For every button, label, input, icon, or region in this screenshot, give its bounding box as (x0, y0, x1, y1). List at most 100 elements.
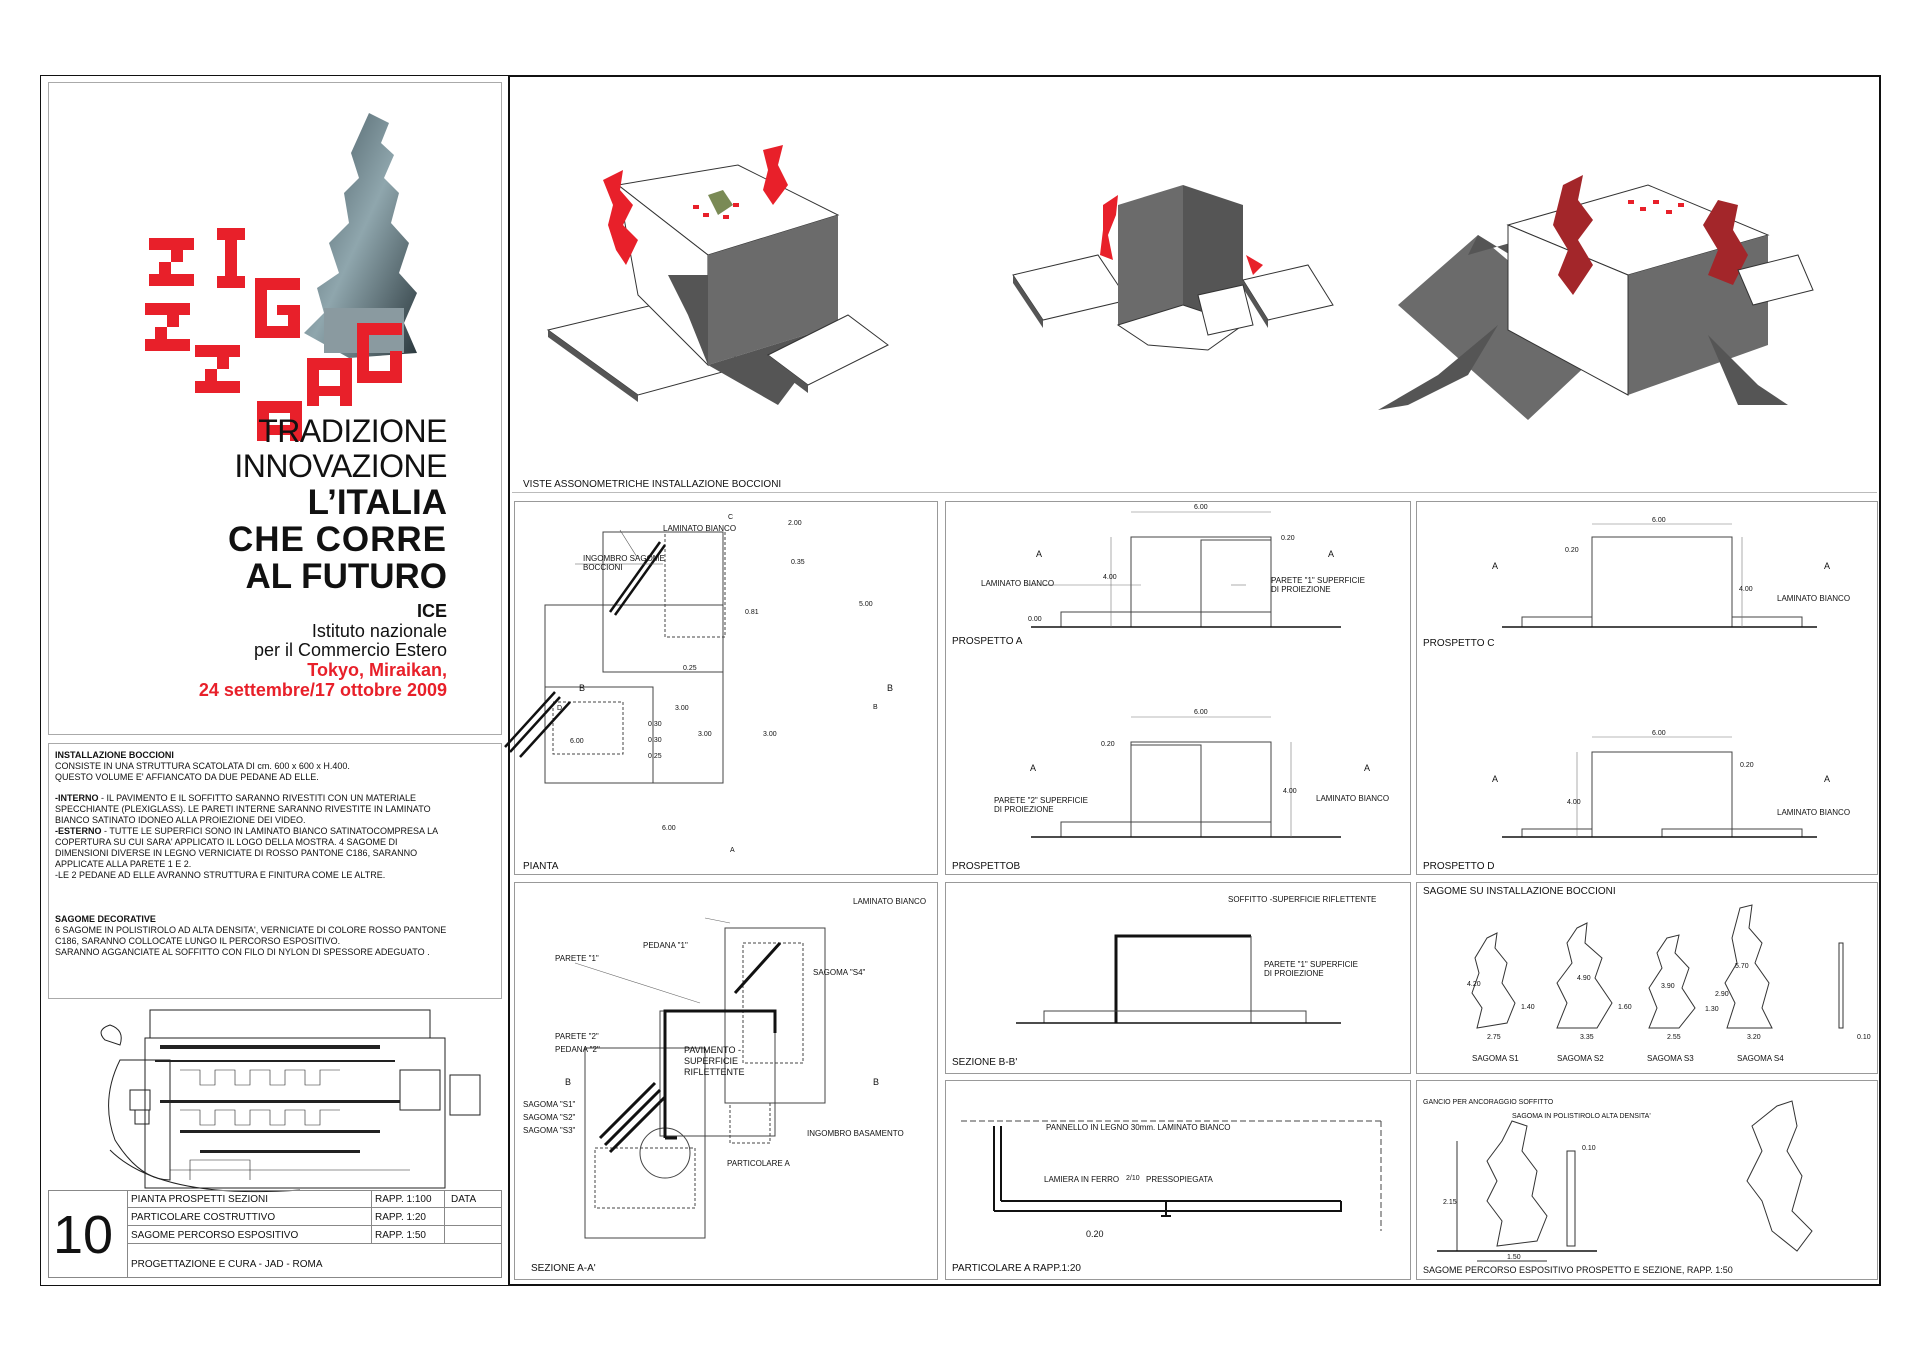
sheet-number: 10 (53, 1205, 114, 1265)
pd-dim-h: 4.00 (1567, 799, 1581, 806)
pa-label-parete1: PARETE "1" SUPERFICIE (1271, 576, 1365, 585)
pianta-dim-035: 0.35 (791, 559, 805, 566)
pianta-dim-025a: 0.25 (683, 665, 697, 672)
org-short: ICE (416, 601, 447, 621)
pc-mark-a1: A (1492, 561, 1499, 571)
pc-label-laminato: LAMINATO BIANCO (1777, 594, 1851, 603)
tb-col-sep2 (444, 1191, 445, 1243)
pianta-dim-300v: 3.00 (675, 705, 689, 712)
tb-row3-desc: SAGOME PERCORSO ESPOSITIVO (131, 1230, 299, 1241)
pa-mark-a1: A (1036, 549, 1043, 559)
percorso-dim-t: 0.10 (1582, 1145, 1596, 1152)
particolare-panel: PANNELLO IN LEGNO 30mm. LAMINATO BIANCO … (945, 1080, 1411, 1280)
notes-p3-l2: COPERTURA SU CUI SARA' APPLICATO IL LOGO… (55, 837, 398, 847)
notes-p4-l3: SARANNO AGGANCIATE AL SOFFITTO CON FILO … (55, 947, 430, 957)
part-label-lamiera: LAMIERA IN FERRO (1044, 1175, 1120, 1184)
notes-p2-text: - IL PAVIMENTO E IL SOFFITTO SARANNO RIV… (98, 793, 417, 803)
sbb-label-parete1: PARETE "1" SUPERFICIE (1264, 960, 1358, 969)
pa-mark-a2: A (1328, 549, 1335, 559)
pb-dim-h: 4.00 (1283, 788, 1297, 795)
saa-label-parete1: PARETE "1" (555, 954, 599, 963)
pianta-dim-081: 0.81 (745, 609, 759, 616)
part-label-frac: 2/10 (1126, 1175, 1140, 1182)
pd-mark-a2: A (1824, 774, 1831, 784)
pc-mark-a2: A (1824, 561, 1831, 571)
pianta-caption: PIANTA (523, 861, 559, 872)
sagome-sub-3: 1.30 (1705, 1006, 1719, 1013)
sagoma-s1-shape (1471, 932, 1516, 1029)
pa-caption: PROSPETTO A (952, 636, 1023, 647)
sagoma-s2-shape (1556, 922, 1613, 1029)
prospetti-ab-drawing (1026, 511, 1341, 838)
pb-mark-a2: A (1364, 763, 1371, 773)
tb-row1-line (127, 1207, 501, 1208)
pianta-dim-600h: 6.00 (662, 825, 676, 832)
title-innovazione: INNOVAZIONE (234, 448, 447, 484)
pb-dim-w: 6.00 (1194, 709, 1208, 716)
notes-p2-l3: BIANCO SATINATO IDONEO ALLA PROIEZIONE D… (55, 815, 306, 825)
pa-label-laminato: LAMINATO BIANCO (981, 579, 1055, 588)
event-dates: 24 settembre/17 ottobre 2009 (198, 680, 447, 700)
sagoma-s3-shape (1648, 934, 1696, 1029)
notes-p3-text: - TUTTE LE SUPERFICI SONO IN LAMINATO BI… (101, 826, 439, 836)
axo-divider (512, 492, 1877, 493)
notes-heading-installazione: INSTALLAZIONE BOCCIONI (55, 750, 174, 760)
title-italia: L’ITALIA (307, 483, 447, 522)
sagome-w-2: 3.35 (1580, 1034, 1594, 1041)
sbb-label-parete1b: DI PROIEZIONE (1264, 969, 1324, 978)
pd-dim-w: 6.00 (1652, 730, 1666, 737)
pb-label-parete2: PARETE "2" SUPERFICIE (994, 796, 1088, 805)
sagome-name-2: SAGOMA S2 (1557, 1054, 1604, 1063)
saa-label-pav1: PAVIMENTO - (684, 1045, 742, 1055)
notes-p4-l1: 6 SAGOME IN POLISTIROLO AD ALTA DENSITA'… (55, 925, 447, 935)
notes-panel: INSTALLAZIONE BOCCIONI CONSISTE IN UNA S… (48, 743, 502, 999)
pc-caption: PROSPETTO C (1423, 638, 1495, 649)
percorso-iso (1746, 1100, 1813, 1252)
sagome-w-1: 2.75 (1487, 1034, 1501, 1041)
axo-view-3 (1378, 175, 1814, 420)
pianta-mark-b1: B (579, 683, 586, 693)
sagome-name-4: SAGOMA S4 (1737, 1054, 1784, 1063)
part-dim-020: 0.20 (1086, 1229, 1104, 1239)
pianta-mark-a: A (730, 847, 735, 854)
tb-row1-scale: RAPP. 1:100 (375, 1194, 432, 1205)
notes-esterno-label: -ESTERNO (55, 826, 102, 836)
percorso-dim-w: 1.50 (1507, 1254, 1521, 1261)
percorso-profile (1486, 1120, 1548, 1247)
notes-p1-l1: CONSISTE IN UNA STRUTTURA SCATOLATA DI c… (55, 761, 350, 771)
tb-row2-scale: RAPP. 1:20 (375, 1212, 426, 1223)
sheet-number-box (49, 1191, 128, 1277)
saa-label-s1: SAGOMA "S1" (523, 1100, 576, 1109)
cover-panel: TRADIZIONE INNOVAZIONE L’ITALIA CHE CORR… (48, 82, 502, 735)
sagome-name-3: SAGOMA S3 (1647, 1054, 1694, 1063)
sbb-label-soffitto: SOFFITTO -SUPERFICIE RIFLETTENTE (1228, 895, 1377, 904)
pianta-mark-b3: B (873, 704, 878, 711)
particolare-drawing (961, 1120, 1382, 1231)
part-label-press: PRESSOPIEGATA (1146, 1175, 1213, 1184)
tb-row2-desc: PARTICOLARE COSTRUTTIVO (131, 1212, 276, 1223)
pa-label-parete1b: DI PROIEZIONE (1271, 585, 1331, 594)
tb-row3-scale: RAPP. 1:50 (375, 1230, 426, 1241)
pb-dim-s: 0.20 (1101, 741, 1115, 748)
pa-dim-b: 0.00 (1028, 616, 1042, 623)
saa-label-s2: SAGOMA "S2" (523, 1113, 576, 1122)
saa-label-pedana1: PEDANA "1" (643, 941, 688, 950)
pa-dim-w: 6.00 (1194, 504, 1208, 511)
pc-dim-s: 0.20 (1565, 547, 1579, 554)
notes-p3-l1: -ESTERNO - TUTTE LE SUPERFICI SONO IN LA… (55, 826, 438, 837)
prospetti-ab-panel: 6.00 0.20 4.00 0.00 LAMINATO BIANCO PARE… (945, 501, 1411, 875)
pianta-dim-030a: 0.30 (648, 721, 662, 728)
sagome-panel: 4.20 4.90 3.90 5.70 1.40 1.60 1.30 2.90 … (1416, 882, 1878, 1074)
sagome-w-4: 3.20 (1747, 1034, 1761, 1041)
pianta-drawing (504, 529, 726, 784)
sagome-sub-2: 1.60 (1618, 1004, 1632, 1011)
tb-col-sep1 (371, 1191, 372, 1243)
pianta-dim-200: 2.00 (788, 520, 802, 527)
sezione-bb-drawing (1016, 934, 1341, 1024)
sagome-sub-1: 1.40 (1521, 1004, 1535, 1011)
part-caption: PARTICOLARE A RAPP.1:20 (952, 1263, 1081, 1274)
pianta-mark-d: D (557, 705, 563, 712)
percorso-dim-h: 2.15 (1443, 1199, 1457, 1206)
notes-p2-l1: -INTERNO - IL PAVIMENTO E IL SOFFITTO SA… (55, 793, 416, 804)
part-label-pannello: PANNELLO IN LEGNO 30mm. LAMINATO BIANCO (1046, 1123, 1231, 1132)
